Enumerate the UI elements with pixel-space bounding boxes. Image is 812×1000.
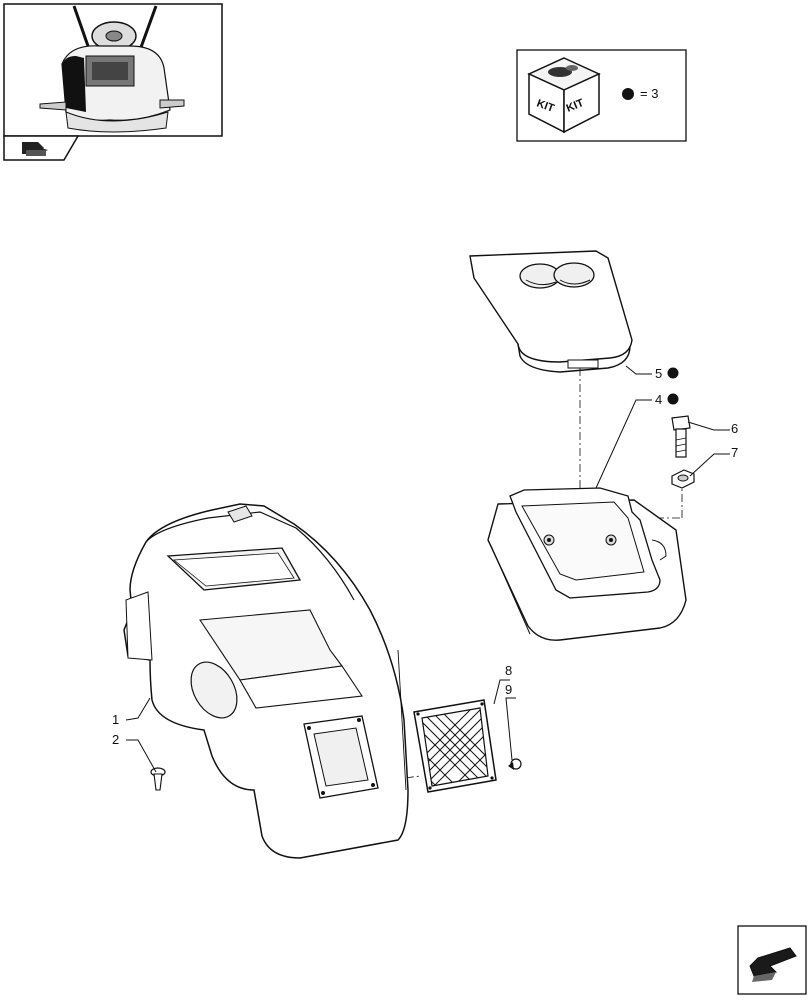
part-washer[interactable] [671,469,695,489]
kit-dot-icon [667,367,679,379]
tractor-cab-thumbnail-icon[interactable] [3,3,223,161]
book-arrow-icon [22,142,48,156]
kit-cube-icon [527,57,601,134]
callout-leaders [125,365,730,773]
part-lower-tray[interactable] [487,487,687,641]
kit-dot-icon [622,88,634,100]
callout-8: 8 [505,663,512,678]
kit-label-left: KIT [535,98,556,115]
callout-9: 9 [505,682,512,697]
callout-5: 5 [655,366,662,381]
navigation-arrow-icon[interactable] [737,925,807,995]
part-clip[interactable] [508,758,522,770]
callout-6: 6 [731,421,738,436]
part-grille[interactable] [370,699,530,810]
callout-2: 2 [112,732,119,747]
callout-7: 7 [731,445,738,460]
kit-dot-icon [667,393,679,405]
kit-legend-box: KIT KIT = 3 [516,49,687,142]
part-fender-console[interactable] [123,503,409,859]
kit-legend-text: = 3 [640,86,658,101]
callout-1: 1 [112,712,119,727]
part-screw[interactable] [150,767,166,791]
part-upper-cover[interactable] [469,250,633,373]
part-bolt[interactable] [671,415,691,458]
callout-4: 4 [655,392,662,407]
